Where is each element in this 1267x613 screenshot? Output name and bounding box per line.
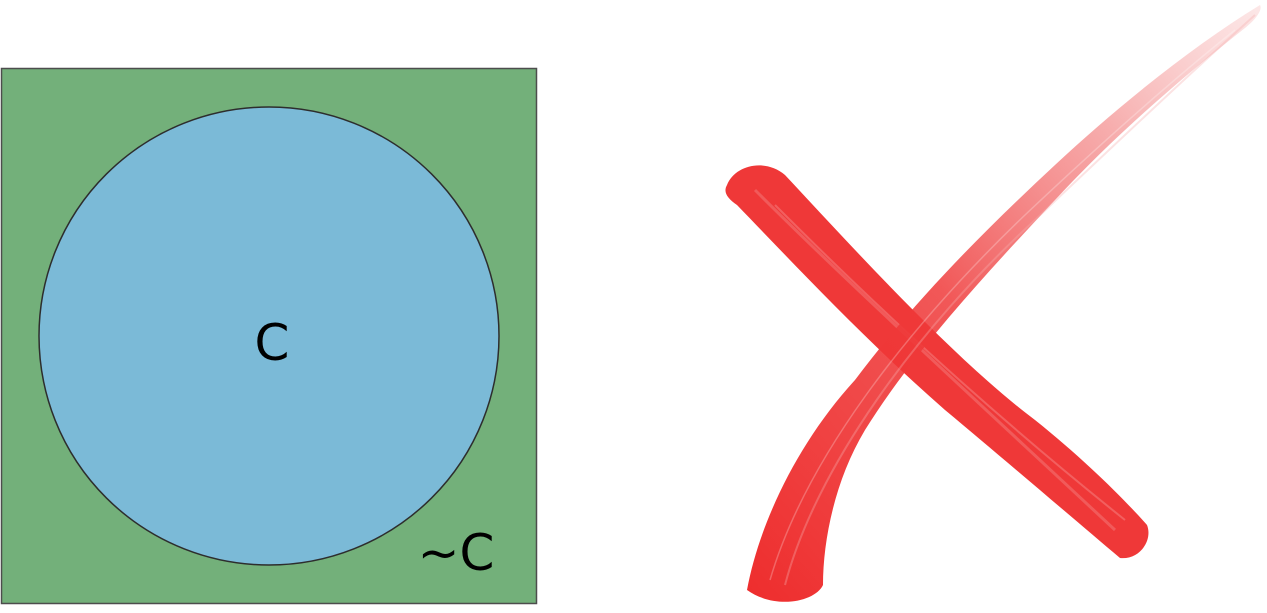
- set-c-label: C: [255, 314, 290, 372]
- x-stroke-right: [747, 5, 1261, 602]
- red-x-icon: [725, 5, 1261, 602]
- venn-diagram: C ~C: [0, 67, 538, 605]
- complement-c-label: ~C: [418, 524, 495, 582]
- set-c-circle: [38, 106, 500, 566]
